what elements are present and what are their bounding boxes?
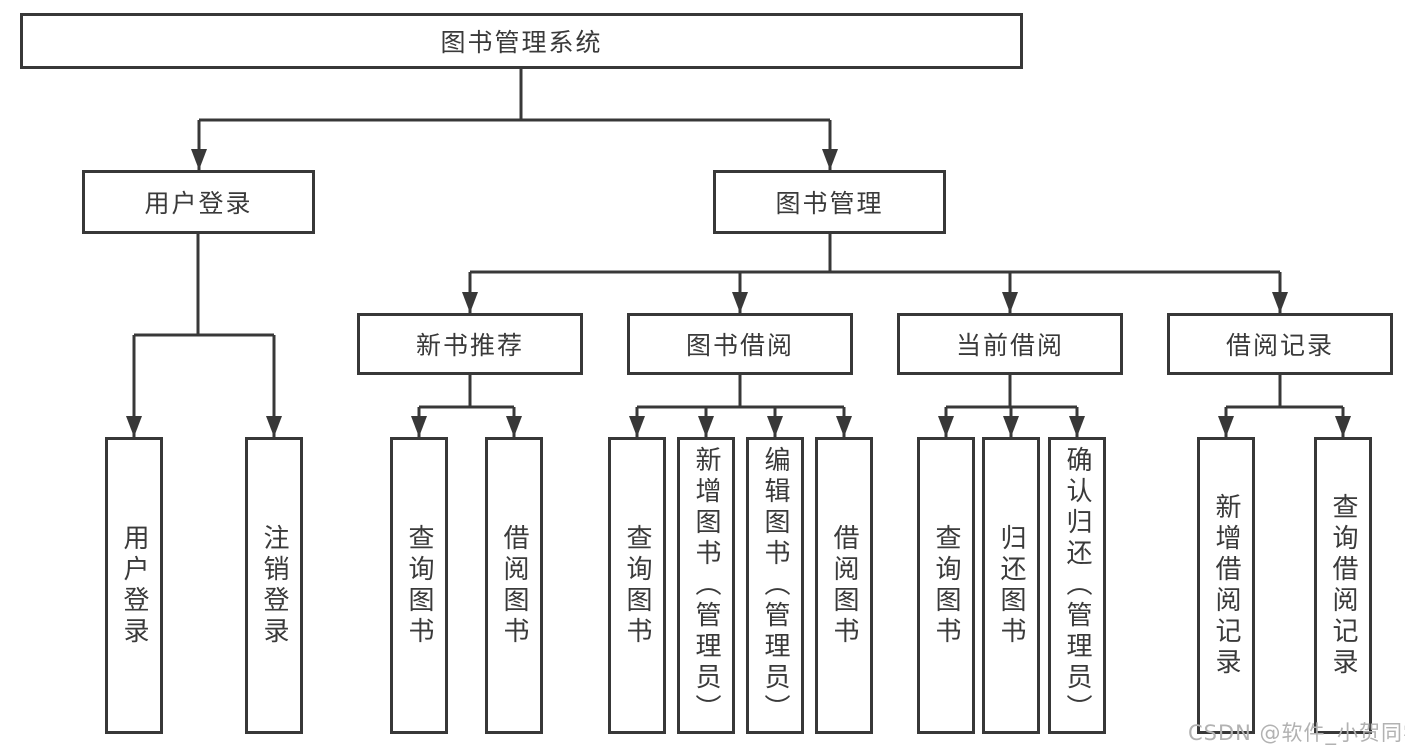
node-borrowing-records: 借阅记录	[1167, 313, 1393, 375]
node-label: 借阅图书	[829, 523, 859, 648]
node-new-book-recommendation: 新书推荐	[357, 313, 583, 375]
arrowheads	[126, 149, 1351, 437]
leaf-return-books: 归还图书	[982, 437, 1040, 734]
node-label: 用户登录	[119, 523, 149, 648]
node-label: 编辑图书（管理员）	[760, 446, 790, 725]
node-user-login: 用户登录	[82, 170, 315, 234]
leaf-logout: 注销登录	[245, 437, 303, 734]
node-label: 当前借阅	[955, 331, 1064, 360]
leaf-query-borrow-record: 查询借阅记录	[1314, 437, 1372, 734]
connector-paths	[132, 68, 1345, 437]
node-library-management-system: 图书管理系统	[20, 13, 1023, 69]
node-label: 新增图书（管理员）	[691, 446, 721, 725]
node-label: 新书推荐	[415, 331, 524, 360]
node-label: 图书管理系统	[440, 28, 603, 57]
node-label: 查询图书	[931, 523, 961, 648]
leaf-add-borrow-record: 新增借阅记录	[1197, 437, 1255, 734]
leaf-confirm-return-admin: 确认归还（管理员）	[1048, 437, 1106, 734]
csdn-watermark: CSDN @软件_小贺同学	[1188, 721, 1405, 745]
node-current-borrowing: 当前借阅	[897, 313, 1123, 375]
node-book-borrowing: 图书借阅	[627, 313, 853, 375]
node-label: 注销登录	[259, 523, 289, 648]
leaf-edit-book-admin: 编辑图书（管理员）	[746, 437, 804, 734]
node-label: 借阅图书	[499, 523, 529, 648]
node-label: 归还图书	[996, 523, 1026, 648]
node-label: 查询借阅记录	[1328, 492, 1358, 679]
node-label: 查询图书	[622, 523, 652, 648]
node-label: 新增借阅记录	[1211, 492, 1241, 679]
leaf-borrow-books-recommend: 借阅图书	[485, 437, 543, 734]
leaf-user-login: 用户登录	[105, 437, 163, 734]
node-label: 借阅记录	[1225, 331, 1334, 360]
node-label: 查询图书	[404, 523, 434, 648]
node-label: 图书管理	[775, 189, 884, 218]
leaf-borrow-books-borrowing: 借阅图书	[815, 437, 873, 734]
node-label: 用户登录	[144, 189, 253, 218]
node-label: 确认归还（管理员）	[1062, 446, 1092, 725]
node-label: 图书借阅	[685, 331, 794, 360]
leaf-query-books-recommend: 查询图书	[390, 437, 448, 734]
node-book-management: 图书管理	[713, 170, 946, 234]
leaf-query-books-borrowing: 查询图书	[608, 437, 666, 734]
leaf-add-book-admin: 新增图书（管理员）	[677, 437, 735, 734]
leaf-query-books-current: 查询图书	[917, 437, 975, 734]
